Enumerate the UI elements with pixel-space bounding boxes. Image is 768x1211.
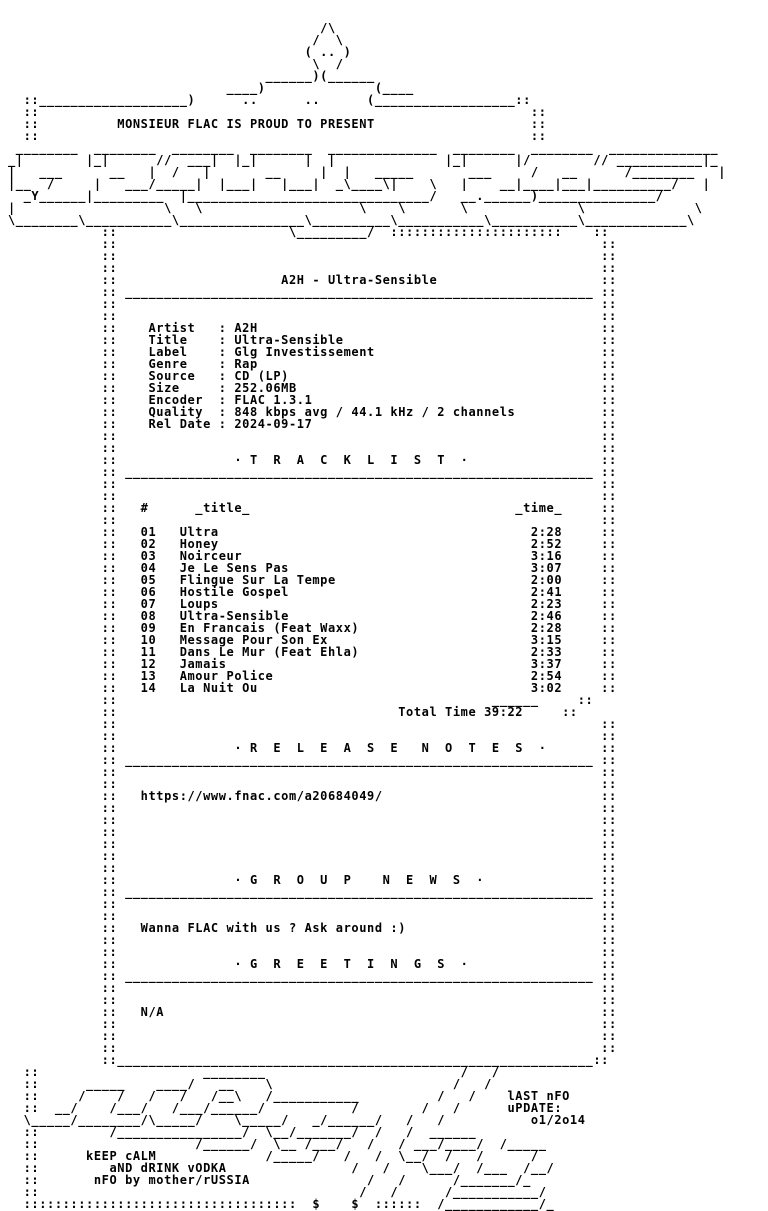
- nfo-line: :: _____________________________________…: [8, 285, 617, 299]
- nfo-line: | \ \ \ \ \ \ \: [8, 201, 703, 215]
- nfo-line: :: _____ ____/ __ \ / /: [8, 1077, 492, 1091]
- nfo-line: :: Genre : Rap ::: [8, 357, 617, 371]
- nfo-line: :: _____________________________________…: [8, 465, 617, 479]
- nfo-line: ________ ________ ________ ________ ____…: [8, 141, 719, 155]
- nfo-line: :: __/ /___/ /___/______/ / / / uPDATE:: [8, 1101, 563, 1115]
- nfo-line: ::::::::::::::::::::::::::::::::::: $ $ …: [8, 1197, 555, 1211]
- nfo-line: :: 03 Noirceur 3:16 ::: [8, 549, 617, 563]
- nfo-line: :: Encoder : FLAC 1.3.1 ::: [8, 393, 617, 407]
- nfo-line: :: / / /___________/: [8, 1185, 547, 1199]
- nfo-line: :: ::: [8, 1017, 617, 1031]
- nfo-line: :: 12 Jamais 3:37 ::: [8, 657, 617, 671]
- nfo-line: :: ::: [8, 477, 617, 491]
- nfo-line: :: Source : CD (LP) ::: [8, 369, 617, 383]
- nfo-line: |__ / | ___/_____| |___| |___| _\____\| …: [8, 177, 711, 191]
- nfo-line: :: ::: [8, 909, 617, 923]
- nfo-line: :: ::: [8, 777, 617, 791]
- nfo-line: ::______________________________________…: [8, 1053, 609, 1067]
- nfo-line: :: ::: [8, 1041, 617, 1055]
- nfo-line: :: ::: [8, 981, 617, 995]
- nfo-line: :: Artist : A2H ::: [8, 321, 617, 335]
- nfo-line: :: 09 En Francais (Feat Waxx) 2:28 ::: [8, 621, 617, 635]
- nfo-line: / \: [8, 33, 344, 47]
- nfo-line: :: _____________________________________…: [8, 885, 617, 899]
- nfo-line: \_____/________/\_____/ \_____/ _/______…: [8, 1113, 586, 1127]
- nfo-line: :: ::: [8, 717, 617, 731]
- nfo-line: :: Wanna FLAC with us ? Ask around :) ::: [8, 921, 617, 935]
- nfo-line: :: ::: [8, 897, 617, 911]
- nfo-line: :: MONSIEUR FLAC IS PROUD TO PRESENT ::: [8, 117, 547, 131]
- nfo-line: ( .. ): [8, 45, 352, 59]
- nfo-line: :: ::: [8, 237, 617, 251]
- nfo-line: :: ::: [8, 489, 617, 503]
- nfo-line: :: Title : Ultra-Sensible ::: [8, 333, 617, 347]
- nfo-line: :: ______ ::: [8, 693, 594, 707]
- nfo-line: :: 07 Loups 2:23 ::: [8, 597, 617, 611]
- nfo-line: :: ::: [8, 849, 617, 863]
- nfo-line: :: Rel Date : 2024-09-17 ::: [8, 417, 617, 431]
- nfo-line: :: /______/ \__ /___/ / / ___/____/ /___…: [8, 1137, 547, 1151]
- nfo-line: :: ::: [8, 945, 617, 959]
- nfo-line: :: ::: [8, 429, 617, 443]
- nfo-line: :: aND dRINK vODKA / / \___/ /___ /__/: [8, 1161, 555, 1175]
- nfo-line: | ___ __ | / | __ | | _____ ___ / __ /__…: [8, 165, 727, 179]
- nfo-art-document: /\ / \ ( .. ) \ / ______)(______: [8, 22, 726, 1210]
- nfo-line: :: / / / / /__\ /___________ / / lAST nF…: [8, 1089, 570, 1103]
- nfo-line: :: ::: [8, 309, 617, 323]
- nfo-line: _Y______|_________ |____________________…: [8, 189, 664, 203]
- nfo-line: :: _____________________________________…: [8, 969, 617, 983]
- nfo-line: :: ::: [8, 261, 617, 275]
- nfo-line: :: ::: [8, 513, 617, 527]
- nfo-line: :: ::: [8, 729, 617, 743]
- nfo-line: :: 02 Honey 2:52 ::: [8, 537, 617, 551]
- nfo-line: :: 01 Ultra 2:28 ::: [8, 525, 617, 539]
- nfo-line: :: Size : 252.06MB ::: [8, 381, 617, 395]
- nfo-line: :: · G R E E T I N G S · ::: [8, 957, 617, 971]
- nfo-line: ____) (____: [8, 81, 414, 95]
- nfo-line: :: 11 Dans Le Mur (Feat Ehla) 2:33 ::: [8, 645, 617, 659]
- nfo-line: :: ::: [8, 1029, 617, 1043]
- nfo-line: :: 04 Je Le Sens Pas 3:07 ::: [8, 561, 617, 575]
- nfo-line: ______)(______: [8, 69, 375, 83]
- nfo-line: :: nFO by mother/rUSSIA / / /_______/_: [8, 1173, 531, 1187]
- nfo-line: :: · T R A C K L I S T · ::: [8, 453, 617, 467]
- nfo-line: :: 05 Flingue Sur La Tempe 2:00 ::: [8, 573, 617, 587]
- nfo-line: :: https://www.fnac.com/a20684049/ ::: [8, 789, 617, 803]
- nfo-line: :: ::: [8, 765, 617, 779]
- nfo-line: :: 08 Ultra-Sensible 2:46 ::: [8, 609, 617, 623]
- nfo-line: :: # _title_ _time_ ::: [8, 501, 617, 515]
- nfo-line: :: 13 Amour Police 2:54 ::: [8, 669, 617, 683]
- nfo-line: :: Label : Glg Investissement ::: [8, 345, 617, 359]
- nfo-line: :: 10 Message Pour Son Ex 3:15 ::: [8, 633, 617, 647]
- nfo-line: :: ::: [8, 801, 617, 815]
- nfo-line: :: Total Time 39:22 ::: [8, 705, 578, 719]
- nfo-line: :: ::: [8, 933, 617, 947]
- nfo-line: :: ::: [8, 441, 617, 455]
- nfo-line: :: ::: [8, 105, 547, 119]
- nfo-line: \ /: [8, 57, 344, 71]
- nfo-line: ::___________________) .. .. (__________…: [8, 93, 531, 107]
- nfo-line: :: _____________________________________…: [8, 753, 617, 767]
- nfo-line: :: · R E L E A S E N O T E S · ::: [8, 741, 617, 755]
- nfo-line: /\: [8, 21, 336, 35]
- nfo-line: :: ________ / /: [8, 1065, 500, 1079]
- nfo-line: :: · G R O U P N E W S · ::: [8, 873, 617, 887]
- nfo-line: :: 14 La Nuit Ou 3:02 ::: [8, 681, 617, 695]
- nfo-line: :: ::: [8, 993, 617, 1007]
- nfo-line: :: /________________/ \__/_______/ / / _…: [8, 1125, 477, 1139]
- nfo-line: :: ::: [8, 837, 617, 851]
- nfo-line: :: ::: [8, 249, 617, 263]
- nfo-line: :: ::: [8, 813, 617, 827]
- nfo-line: :: \_________/ :::::::::::::::::::::: ::: [8, 225, 609, 239]
- nfo-line: \________\___________\________________\_…: [8, 213, 695, 227]
- nfo-line: :: ::: [8, 129, 547, 143]
- nfo-line: :: Quality : 848 kbps avg / 44.1 kHz / 2…: [8, 405, 617, 419]
- nfo-line: :: N/A ::: [8, 1005, 617, 1019]
- nfo-line: _| |_| // ___| |_| | | |_| |/ // _______…: [8, 153, 719, 167]
- nfo-line: :: ::: [8, 297, 617, 311]
- nfo-line: :: A2H - Ultra-Sensible ::: [8, 273, 617, 287]
- nfo-line: :: 06 Hostile Gospel 2:41 ::: [8, 585, 617, 599]
- nfo-line: :: ::: [8, 825, 617, 839]
- nfo-line: :: ::: [8, 861, 617, 875]
